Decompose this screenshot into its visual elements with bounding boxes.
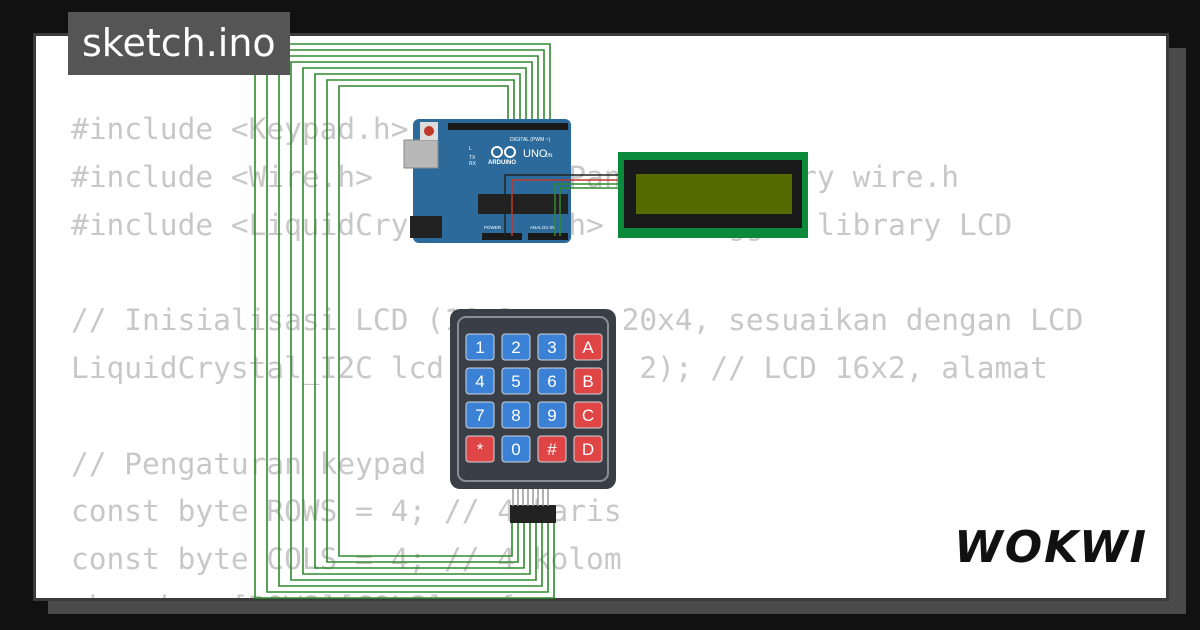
- led-label-tx: TX: [469, 155, 476, 161]
- keypad-key-label: D: [582, 440, 594, 459]
- atmega-chip: [478, 194, 568, 214]
- led-label-on: ON: [545, 153, 553, 159]
- keypad-wire: [278, 55, 543, 587]
- lcd-16x2-display[interactable]: [618, 152, 808, 238]
- keypad-key[interactable]: D: [573, 435, 603, 463]
- analog-label: ANALOG IN: [530, 225, 555, 230]
- arduino-logo-icon: [491, 146, 516, 158]
- digital-label: DIGITAL (PWM ~): [510, 137, 550, 143]
- keypad-key-label: 7: [475, 406, 484, 425]
- led-label-rx: RX: [469, 161, 477, 167]
- power-header: [482, 233, 522, 240]
- keypad-wire: [302, 67, 531, 575]
- keypad-key-label: 9: [547, 406, 556, 425]
- lcd-screen: [636, 174, 792, 214]
- keypad-wire: [338, 85, 513, 557]
- keypad-key[interactable]: 2: [501, 333, 531, 361]
- keypad-key[interactable]: 7: [465, 401, 495, 429]
- digital-header: [448, 123, 568, 130]
- analog-header: [528, 233, 568, 240]
- keypad-wire: [290, 61, 537, 581]
- keypad-key[interactable]: B: [573, 367, 603, 395]
- reset-button-cap: [424, 126, 434, 136]
- arduino-uno-board[interactable]: DIGITAL (PWM ~) ARDUINO UNO L TX RX ON P…: [403, 119, 571, 243]
- power-label: POWER: [484, 225, 502, 230]
- membrane-keypad[interactable]: 1 2 3 A 4 5 6 B 7 8 9 C * 0 # D: [450, 309, 616, 523]
- keypad-key[interactable]: 0: [501, 435, 531, 463]
- keypad-key-label: 8: [511, 406, 520, 425]
- code-line: #include <Keypad.h>: [71, 112, 409, 146]
- wires: [254, 43, 555, 599]
- keypad-key-label: 1: [475, 338, 484, 357]
- keypad-key-label: A: [582, 338, 594, 357]
- keypad-key[interactable]: 6: [537, 367, 567, 395]
- keypad-key[interactable]: A: [573, 333, 603, 361]
- keypad-key-label: 0: [511, 440, 520, 459]
- keypad-key[interactable]: 4: [465, 367, 495, 395]
- keypad-keys: 1 2 3 A 4 5 6 B 7 8 9 C * 0 # D: [465, 333, 603, 463]
- keypad-key[interactable]: 9: [537, 401, 567, 429]
- led-label-l: L: [469, 146, 472, 152]
- i2c-wires: [504, 174, 625, 236]
- code-line: // Pengaturan keypad: [71, 446, 427, 481]
- keypad-key[interactable]: 8: [501, 401, 531, 429]
- keypad-key[interactable]: #: [537, 435, 567, 463]
- keypad-key-label: *: [477, 440, 484, 459]
- keypad-key[interactable]: 5: [501, 367, 531, 395]
- keypad-wire: [266, 49, 549, 593]
- keypad-key-label: B: [582, 372, 593, 391]
- keypad-wire: [326, 79, 519, 563]
- keypad-key-label: 4: [475, 372, 484, 391]
- keypad-key[interactable]: *: [465, 435, 495, 463]
- keypad-border: [457, 316, 609, 482]
- keypad-wire: [314, 73, 525, 569]
- keypad-connector: [510, 505, 556, 523]
- arduino-maker: ARDUINO: [488, 160, 516, 166]
- file-title-tab: sketch.ino: [68, 12, 290, 75]
- usb-port: [403, 139, 439, 169]
- keypad-key[interactable]: 3: [537, 333, 567, 361]
- keypad-key-label: #: [547, 440, 557, 459]
- keypad-key-label: 6: [547, 372, 556, 391]
- wokwi-logo: WOKWI: [954, 522, 1148, 573]
- keypad-key[interactable]: C: [573, 401, 603, 429]
- keypad-key-label: 5: [511, 372, 520, 391]
- keypad-wire: [254, 43, 555, 599]
- keypad-key[interactable]: 1: [465, 333, 495, 361]
- keypad-key-label: C: [582, 406, 594, 425]
- board-name: UNO: [523, 148, 548, 160]
- code-line: const byte ROWS = 4; // 4 baris: [71, 494, 622, 529]
- keypad-ribbon: [512, 489, 549, 506]
- power-jack: [410, 216, 442, 238]
- keypad-key-label: 2: [511, 338, 520, 357]
- code-line: char keys[ROWS][COLS] = {: [71, 584, 1083, 598]
- keypad-key-label: 3: [547, 338, 556, 357]
